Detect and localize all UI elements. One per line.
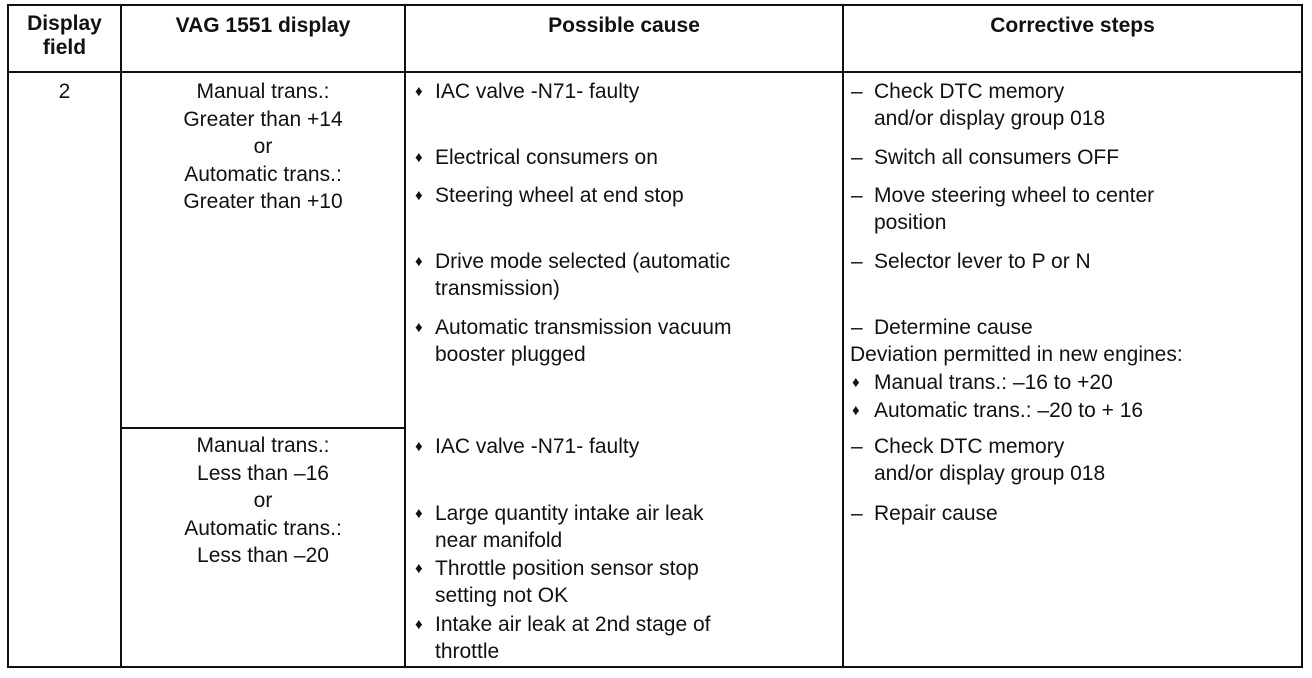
bullet-icon: ♦ [415, 505, 423, 522]
step-text: Check DTC memory [874, 435, 1065, 458]
vag-display-line: or [253, 489, 273, 512]
vag-display-line: Less than –20 [197, 544, 329, 567]
vag-row-divider [120, 427, 406, 429]
vag-display-line: Automatic trans.: [184, 516, 342, 540]
header-corrective-steps: Corrective steps [990, 14, 1155, 37]
vag-display-line: Manual trans.: [196, 80, 330, 103]
bullet-icon: ♦ [415, 560, 423, 577]
step-text: Move steering wheel to center [874, 184, 1155, 207]
vag-display-line: Greater than +10 [183, 190, 343, 213]
dash-icon: – [851, 184, 863, 207]
cause-text: Steering wheel at end stop [435, 184, 684, 207]
cause-text: Automatic transmission vacuum [435, 316, 732, 339]
dash-icon: – [851, 316, 863, 339]
step-text: and/or display group 018 [874, 107, 1106, 130]
vag-display-block2: Manual trans.: Less than –16 or Automati… [122, 432, 404, 570]
header-display-field: Display field [9, 12, 120, 60]
bullet-icon: ♦ [415, 616, 423, 633]
step-text: Switch all consumers OFF [874, 146, 1120, 169]
cause-text: IAC valve -N71- faulty [435, 80, 640, 103]
step-text: position [874, 211, 947, 234]
deviation-item: Automatic trans.: –20 to + 16 [874, 399, 1144, 422]
dash-icon: – [851, 250, 863, 273]
bullet-icon: ♦ [415, 187, 423, 204]
bullet-icon: ♦ [415, 319, 423, 336]
cause-text: booster plugged [435, 343, 586, 366]
dash-icon: – [851, 435, 863, 458]
table-border-right [1301, 4, 1303, 668]
col-divider-2 [404, 4, 406, 668]
cause-text: setting not OK [435, 584, 569, 607]
cause-text: Electrical consumers on [435, 146, 658, 169]
cause-text: Large quantity intake air leak [435, 502, 704, 525]
vag-display-line: Less than –16 [197, 461, 329, 485]
table-border-left [7, 4, 9, 668]
header-divider [7, 71, 1303, 73]
cause-text: near manifold [435, 529, 563, 552]
bullet-icon: ♦ [852, 402, 860, 419]
step-text: Repair cause [874, 502, 998, 525]
step-text: and/or display group 018 [874, 462, 1106, 485]
vag-display-line: Manual trans.: [196, 434, 330, 457]
header-display-field-line2: field [42, 36, 87, 59]
cause-text: IAC valve -N71- faulty [435, 435, 640, 458]
header-display-field-line1: Display [27, 12, 102, 35]
cause-text: throttle [435, 640, 500, 663]
dash-icon: – [851, 502, 863, 525]
table-border-bottom [7, 666, 1303, 668]
table-border-top [7, 4, 1303, 6]
cause-text: Drive mode selected (automatic [435, 250, 731, 273]
vag-display-line: Greater than +14 [183, 107, 343, 131]
dash-icon: – [851, 146, 863, 169]
deviation-item: Manual trans.: –16 to +20 [874, 371, 1113, 394]
display-field-value: 2 [58, 80, 71, 103]
step-text: Check DTC memory [874, 80, 1065, 103]
col-divider-1 [120, 4, 122, 668]
step-text: Selector lever to P or N [874, 250, 1091, 273]
header-possible-cause: Possible cause [548, 14, 700, 37]
cause-text: transmission) [435, 277, 560, 300]
diagnostic-table: Display field VAG 1551 display Possible … [7, 4, 1303, 668]
bullet-icon: ♦ [415, 149, 423, 166]
vag-display-line: or [253, 135, 273, 158]
bullet-icon: ♦ [415, 253, 423, 270]
dash-icon: – [851, 80, 863, 103]
vag-display-line: Automatic trans.: [184, 162, 342, 186]
vag-display-block1: Manual trans.: Greater than +14 or Autom… [122, 78, 404, 216]
header-vag-display: VAG 1551 display [175, 14, 351, 37]
cause-text: Throttle position sensor stop [435, 557, 699, 580]
step-text: Determine cause [874, 316, 1033, 339]
cause-text: Intake air leak at 2nd stage of [435, 613, 711, 636]
bullet-icon: ♦ [415, 438, 423, 455]
bullet-icon: ♦ [415, 83, 423, 100]
deviation-note: Deviation permitted in new engines: [850, 343, 1183, 366]
col-divider-3 [842, 4, 844, 668]
bullet-icon: ♦ [852, 374, 860, 391]
